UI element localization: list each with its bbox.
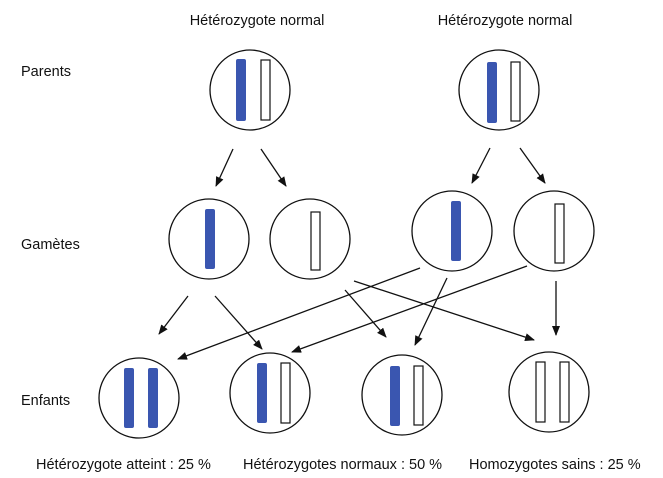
row-label-parents: Parents xyxy=(21,64,71,80)
arrow xyxy=(414,277,448,346)
mutant-chromosome xyxy=(236,59,246,121)
gamete-left-mutant xyxy=(168,198,250,280)
arrow xyxy=(519,147,546,184)
gamete-right-mutant xyxy=(411,190,493,272)
mutant-chromosome xyxy=(205,209,215,269)
gamete-right-normal xyxy=(513,190,595,272)
normal-chromosome xyxy=(310,211,321,271)
child-affected xyxy=(98,357,180,439)
normal-chromosome xyxy=(260,59,271,121)
meiosis-arrows xyxy=(215,147,546,187)
normal-chromosome xyxy=(554,203,565,264)
caption-healthy: Homozygotes sains : 25 % xyxy=(469,457,641,473)
arrow xyxy=(471,147,491,184)
arrow xyxy=(158,295,189,335)
arrow xyxy=(214,295,263,350)
mutant-chromosome xyxy=(390,366,400,426)
parent-right-cell xyxy=(458,49,540,131)
caption-affected: Hétérozygote atteint : 25 % xyxy=(36,457,211,473)
child-normal-2 xyxy=(361,354,443,436)
parent-left-header: Hétérozygote normal xyxy=(189,13,325,29)
caption-normal: Hétérozygotes normaux : 50 % xyxy=(243,457,443,473)
normal-chromosome xyxy=(559,361,570,423)
gamete-left-normal xyxy=(269,198,351,280)
arrow xyxy=(353,280,535,341)
mutant-chromosome xyxy=(257,363,267,423)
row-label-gametes: Gamètes xyxy=(21,237,80,253)
normal-chromosome xyxy=(280,362,291,424)
arrow xyxy=(260,148,287,187)
parent-left-cell xyxy=(209,49,291,131)
normal-chromosome xyxy=(413,365,424,426)
normal-chromosome xyxy=(510,61,521,122)
fertilization-arrows xyxy=(158,265,560,360)
arrow xyxy=(177,267,421,360)
normal-chromosome xyxy=(535,361,546,423)
row-label-children: Enfants xyxy=(21,393,71,409)
arrow xyxy=(291,265,528,353)
arrow xyxy=(344,289,387,338)
child-normal-1 xyxy=(229,352,311,434)
mutant-chromosome xyxy=(124,368,134,428)
mutant-chromosome xyxy=(451,201,461,261)
mutant-chromosome xyxy=(487,62,497,123)
parent-right-header: Hétérozygote normal xyxy=(437,13,573,29)
mutant-chromosome xyxy=(148,368,158,428)
child-healthy xyxy=(508,351,590,433)
arrow xyxy=(215,148,234,187)
